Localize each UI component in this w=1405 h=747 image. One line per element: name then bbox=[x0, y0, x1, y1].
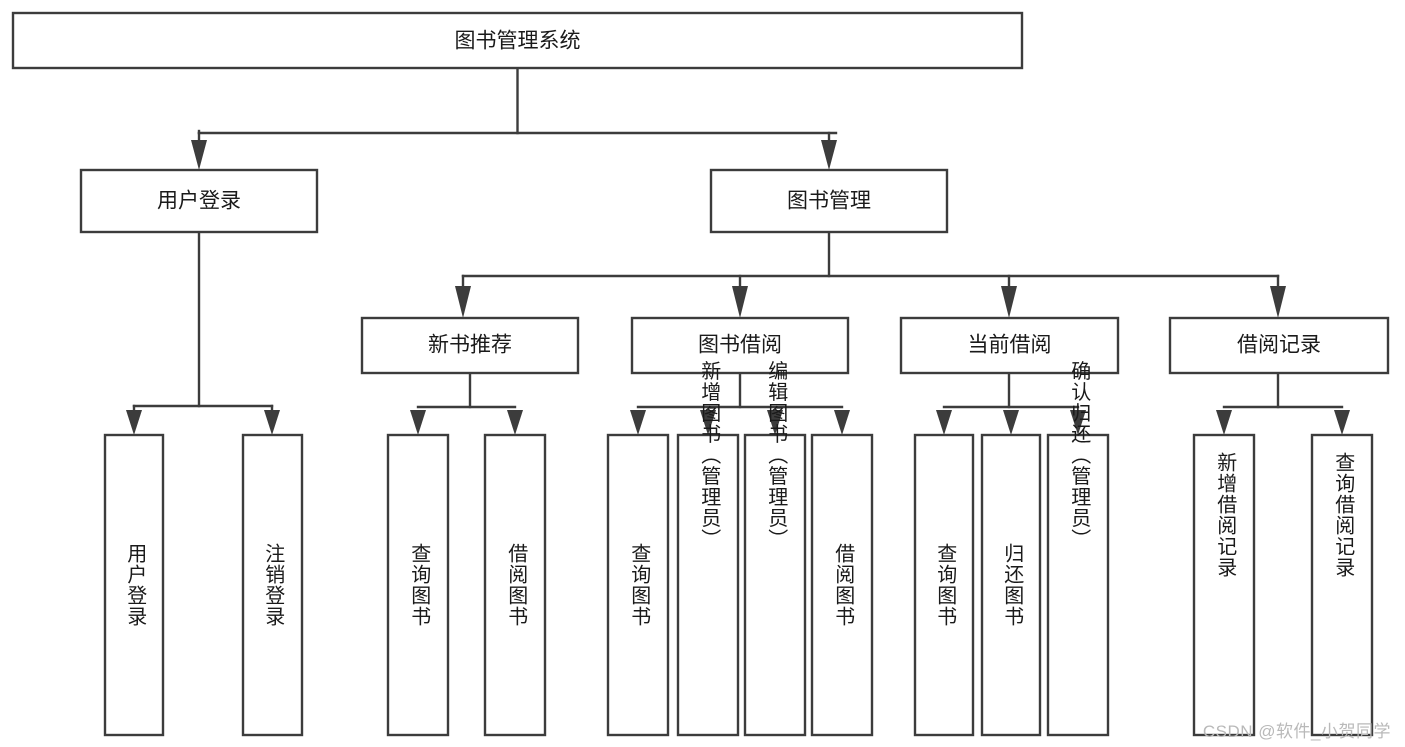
leaf-confirm-return-admin[interactable]: 确认归还（管理员） bbox=[1046, 360, 1110, 737]
node-borrow-record-label: 借阅记录 bbox=[1237, 334, 1321, 357]
arrow-to-borrow-book-a bbox=[507, 410, 523, 435]
leaf-query-book-newrec-box[interactable] bbox=[386, 433, 450, 737]
node-book-borrow-box[interactable] bbox=[630, 316, 850, 375]
leaf-borrow-book-newrec[interactable]: 借阅图书 bbox=[483, 433, 547, 737]
leaf-query-book-current-label: 查询图书 bbox=[934, 543, 957, 627]
node-current-borrow[interactable]: 当前借阅 bbox=[899, 316, 1120, 375]
leaf-confirm-return-admin-label: 确认归还（管理员） bbox=[1068, 360, 1091, 549]
leaf-add-book-admin-box[interactable] bbox=[676, 433, 740, 737]
node-book-borrow[interactable]: 图书借阅 bbox=[630, 316, 850, 375]
leaf-add-borrow-record-label: 新增借阅记录 bbox=[1214, 452, 1237, 578]
leaf-add-book-admin-label: 新增图书（管理员） bbox=[698, 360, 721, 549]
node-user-login-box[interactable] bbox=[79, 168, 319, 234]
leaf-edit-book-admin-label: 编辑图书（管理员） bbox=[765, 360, 788, 549]
node-borrow-record[interactable]: 借阅记录 bbox=[1168, 316, 1390, 375]
leaf-add-borrow-record-box[interactable] bbox=[1192, 433, 1256, 737]
node-user-login[interactable]: 用户登录 bbox=[79, 168, 319, 234]
arrow-to-query-book-b bbox=[630, 410, 646, 435]
leaf-logout-label: 注销登录 bbox=[262, 543, 285, 627]
arrow-to-leaf-user-login bbox=[126, 410, 142, 435]
leaf-query-book-borrow[interactable]: 查询图书 bbox=[606, 433, 670, 737]
arrow-to-current-borrow bbox=[1001, 286, 1017, 318]
leaf-user-login[interactable]: 用户登录 bbox=[103, 433, 165, 737]
node-book-management[interactable]: 图书管理 bbox=[709, 168, 949, 234]
leaf-add-borrow-record[interactable]: 新增借阅记录 bbox=[1192, 433, 1256, 737]
csdn-watermark: CSDN @软件_小贺同学 bbox=[1202, 722, 1391, 741]
arrow-to-edit-book bbox=[767, 410, 783, 435]
arrow-to-borrow-book-b bbox=[834, 410, 850, 435]
leaf-borrow-book-newrec-box[interactable] bbox=[483, 433, 547, 737]
leaf-borrow-book-borrow-label: 借阅图书 bbox=[832, 543, 855, 627]
node-current-borrow-label: 当前借阅 bbox=[968, 334, 1052, 357]
leaf-edit-book-admin[interactable]: 编辑图书（管理员） bbox=[743, 360, 807, 737]
node-root-box[interactable] bbox=[11, 11, 1024, 70]
leaf-query-borrow-record-box[interactable] bbox=[1310, 433, 1374, 737]
node-user-login-label: 用户登录 bbox=[157, 190, 241, 213]
arrow-to-query-book-a bbox=[410, 410, 426, 435]
node-book-management-box[interactable] bbox=[709, 168, 949, 234]
leaf-add-book-admin[interactable]: 新增图书（管理员） bbox=[676, 360, 740, 737]
leaf-borrow-book-borrow-box[interactable] bbox=[810, 433, 874, 737]
leaf-query-book-newrec-label: 查询图书 bbox=[408, 543, 431, 627]
leaf-user-login-label: 用户登录 bbox=[124, 543, 147, 627]
leaf-return-book-box[interactable] bbox=[980, 433, 1042, 737]
node-new-book-recommend-box[interactable] bbox=[360, 316, 580, 375]
leaf-borrow-book-newrec-label: 借阅图书 bbox=[505, 543, 528, 627]
connector-layer bbox=[126, 66, 1350, 435]
arrow-to-add-book bbox=[700, 410, 716, 435]
node-root[interactable]: 图书管理系统 bbox=[11, 11, 1024, 70]
leaf-return-book[interactable]: 归还图书 bbox=[980, 433, 1042, 737]
arrow-to-new-book-rec bbox=[455, 286, 471, 318]
arrow-to-add-borrow-record bbox=[1216, 410, 1232, 435]
arrow-to-book-management bbox=[821, 140, 837, 170]
leaf-return-book-label: 归还图书 bbox=[1001, 543, 1024, 627]
leaf-query-book-borrow-label: 查询图书 bbox=[628, 543, 651, 627]
node-new-book-recommend-label: 新书推荐 bbox=[428, 334, 512, 357]
leaf-query-book-borrow-box[interactable] bbox=[606, 433, 670, 737]
node-new-book-recommend[interactable]: 新书推荐 bbox=[360, 316, 580, 375]
node-current-borrow-box[interactable] bbox=[899, 316, 1120, 375]
leaf-user-login-box[interactable] bbox=[103, 433, 165, 737]
arrow-to-borrow-record bbox=[1270, 286, 1286, 318]
arrow-to-leaf-logout bbox=[264, 410, 280, 435]
leaf-query-book-current-box[interactable] bbox=[913, 433, 975, 737]
leaf-edit-book-admin-box[interactable] bbox=[743, 433, 807, 737]
leaf-logout[interactable]: 注销登录 bbox=[241, 433, 304, 737]
arrow-to-query-book-c bbox=[936, 410, 952, 435]
arrow-to-book-borrow bbox=[732, 286, 748, 318]
leaf-query-borrow-record[interactable]: 查询借阅记录 bbox=[1310, 433, 1374, 737]
leaf-query-borrow-record-label: 查询借阅记录 bbox=[1332, 452, 1355, 578]
node-borrow-record-box[interactable] bbox=[1168, 316, 1390, 375]
arrow-to-query-borrow-record bbox=[1334, 410, 1350, 435]
arrow-to-confirm-return bbox=[1070, 410, 1086, 435]
node-book-management-label: 图书管理 bbox=[787, 190, 871, 213]
node-book-borrow-label: 图书借阅 bbox=[698, 334, 782, 357]
leaf-confirm-return-admin-box[interactable] bbox=[1046, 433, 1110, 737]
leaf-borrow-book-borrow[interactable]: 借阅图书 bbox=[810, 433, 874, 737]
node-root-label: 图书管理系统 bbox=[455, 30, 581, 53]
leaf-logout-box[interactable] bbox=[241, 433, 304, 737]
leaf-query-book-current[interactable]: 查询图书 bbox=[913, 433, 975, 737]
arrow-to-return-book bbox=[1003, 410, 1019, 435]
leaf-query-book-newrec[interactable]: 查询图书 bbox=[386, 433, 450, 737]
arrow-to-user-login bbox=[191, 140, 207, 170]
